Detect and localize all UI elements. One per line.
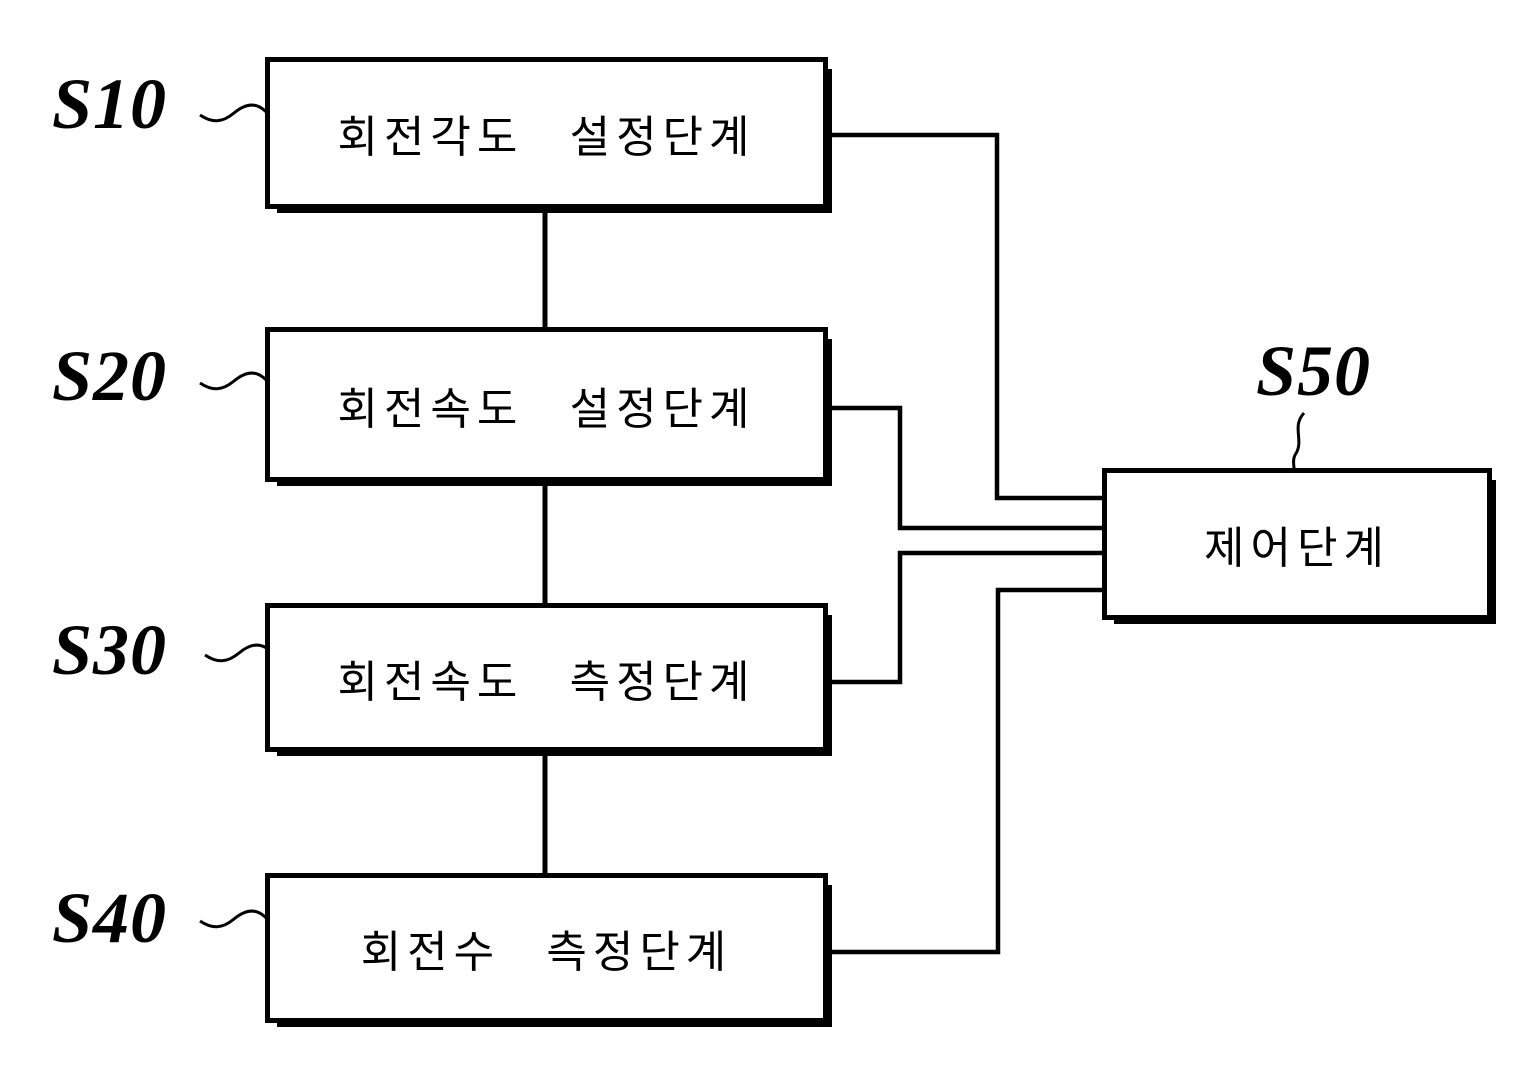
node-text-rotation-angle-setting: 회전각도 설정단계: [337, 113, 756, 162]
squiggle-s40: [199, 909, 272, 929]
node-box-rotation-speed-measurement: 회전속도 측정단계: [265, 603, 828, 752]
node-box-rotation-count-measurement: 회전수 측정단계: [265, 873, 828, 1023]
step-label-s50: S50: [1256, 331, 1372, 411]
node-text-rotation-speed-measurement: 회전속도 측정단계: [337, 657, 756, 707]
step-label-s30: S30: [52, 610, 168, 690]
squiggle-s20: [199, 371, 272, 391]
node-text-rotation-count-measurement: 회전수 측정단계: [360, 928, 733, 977]
node-text-rotation-speed-setting: 회전속도 설정단계: [337, 384, 756, 434]
node-box-control-step: 제어단계: [1102, 468, 1492, 620]
node-text-control-step: 제어단계: [1204, 524, 1390, 573]
squiggle-s10: [199, 103, 272, 123]
node-box-rotation-speed-setting: 회전속도 설정단계: [265, 327, 828, 482]
connector-s40-s50: [826, 587, 1104, 955]
connector-s20-s50: [826, 405, 1104, 531]
step-label-s20: S20: [52, 336, 168, 416]
connector-s30-s50: [826, 550, 1104, 685]
connector-s10-s50: [826, 132, 1104, 501]
node-box-rotation-angle-setting: 회전각도 설정단계: [265, 57, 828, 209]
step-label-s40: S40: [52, 878, 168, 958]
step-label-s10: S10: [52, 64, 168, 144]
